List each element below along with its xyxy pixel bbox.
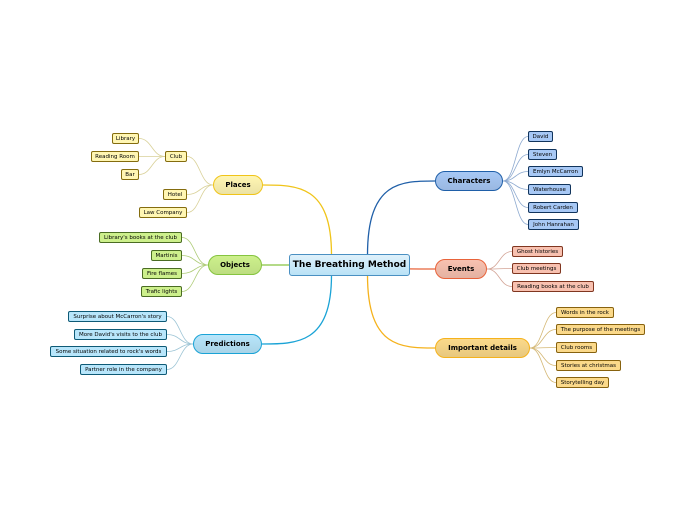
connector-ghost [486, 251, 513, 270]
subtopic-ghost-histories[interactable]: Ghost histories [512, 246, 563, 257]
connector-books [181, 237, 209, 266]
topic-events[interactable]: Events [435, 259, 487, 279]
connector-steven [502, 154, 529, 182]
subtopic-club-rooms[interactable]: Club rooms [556, 342, 597, 353]
subtopic-reading-books[interactable]: Reading books at the club [512, 281, 594, 292]
subtopic-reading-room[interactable]: Reading Room [91, 151, 139, 162]
subtopic-purpose-meetings[interactable]: The purpose of the meetings [556, 324, 645, 335]
connector-emlyn [502, 171, 529, 182]
subtopic-hotel[interactable]: Hotel [163, 189, 187, 200]
central-topic-the-breathing-method[interactable]: The Breathing Method [289, 254, 410, 276]
connector-words [529, 312, 557, 349]
connector-martinis [181, 255, 209, 266]
connector-surprise [166, 316, 194, 345]
connector-places [262, 184, 333, 256]
subtopic-words-in-rock[interactable]: Words in the rock [556, 307, 614, 318]
connector-partner [166, 343, 194, 370]
subtopic-robert-carden[interactable]: Robert Carden [528, 202, 578, 213]
connector-bar [138, 156, 166, 175]
connector-law [186, 184, 214, 213]
subtopic-rock-words-situation[interactable]: Some situation related to rock's words [50, 346, 167, 357]
connector-details [366, 274, 436, 349]
connector-hotel [186, 184, 214, 195]
subtopic-trafic-lights[interactable]: Trafic lights [141, 286, 182, 297]
subtopic-david[interactable]: David [528, 131, 553, 142]
subtopic-law-company[interactable]: Law Company [139, 207, 187, 218]
topic-objects[interactable]: Objects [208, 255, 262, 275]
subtopic-more-visits[interactable]: More David's visits to the club [74, 329, 167, 340]
connector-david [502, 136, 529, 182]
connector-stories [529, 347, 557, 366]
subtopic-partner-role[interactable]: Partner role in the company [80, 364, 167, 375]
connector-traffic [181, 264, 209, 292]
subtopic-john-hanrahan[interactable]: John Hanrahan [528, 219, 579, 230]
connector-reading [486, 268, 513, 287]
connector-purpose [529, 329, 557, 349]
subtopic-club-meetings[interactable]: Club meetings [512, 263, 561, 274]
connector-club [186, 156, 214, 186]
subtopic-steven[interactable]: Steven [528, 149, 557, 160]
subtopic-club[interactable]: Club [165, 151, 187, 162]
topic-important-details[interactable]: Important details [435, 338, 530, 358]
connector-visits [166, 334, 194, 345]
connector-predictions [261, 274, 333, 345]
subtopic-bar[interactable]: Bar [121, 169, 139, 180]
subtopic-surprise-story[interactable]: Surprise about McCarron's story [68, 311, 167, 322]
subtopic-storytelling-day[interactable]: Storytelling day [556, 377, 609, 388]
subtopic-emlyn-mccarron[interactable]: Emlyn McCarron [528, 166, 583, 177]
topic-places[interactable]: Places [213, 175, 263, 195]
subtopic-waterhouse[interactable]: Waterhouse [528, 184, 571, 195]
connector-library [138, 138, 166, 157]
subtopic-stories-christmas[interactable]: Stories at christmas [556, 360, 621, 371]
topic-characters[interactable]: Characters [435, 171, 503, 191]
topic-predictions[interactable]: Predictions [193, 334, 262, 354]
connector-characters [366, 180, 436, 256]
connector-storytelling [529, 347, 557, 383]
connector-john [502, 180, 529, 225]
subtopic-martinis[interactable]: Martinis [151, 250, 182, 261]
subtopic-fire-flames[interactable]: Fire flames [142, 268, 182, 279]
subtopic-library-books[interactable]: Library's books at the club [99, 232, 182, 243]
subtopic-library[interactable]: Library [112, 133, 139, 144]
